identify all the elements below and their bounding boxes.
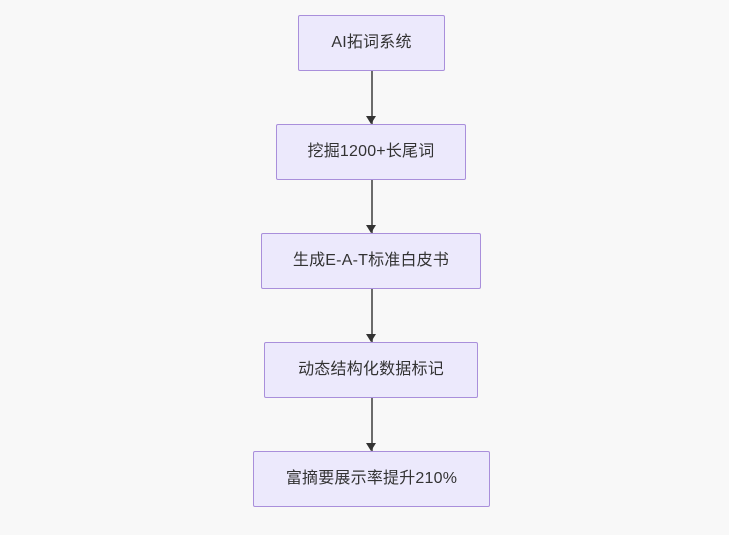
- arrow-down-icon: [366, 442, 377, 451]
- flowchart-connector-3: [366, 289, 377, 342]
- flowchart-node-1-label: AI拓词系统: [331, 34, 412, 51]
- arrow-down-icon: [366, 115, 377, 124]
- flowchart-connector-1: [366, 71, 377, 124]
- flowchart-node-5[interactable]: 富摘要展示率提升210%: [253, 451, 490, 507]
- flowchart-node-5-label: 富摘要展示率提升210%: [285, 470, 458, 487]
- arrow-down-icon: [366, 333, 377, 342]
- flowchart-connector-4: [366, 398, 377, 451]
- connector-line-icon: [371, 180, 373, 233]
- arrow-down-icon: [366, 224, 377, 233]
- flowchart-node-4-label: 动态结构化数据标记: [298, 361, 444, 378]
- connector-line-icon: [371, 398, 373, 451]
- flowchart-node-3[interactable]: 生成E-A-T标准白皮书: [261, 233, 481, 289]
- flowchart-node-1[interactable]: AI拓词系统: [298, 15, 445, 71]
- flowchart-node-3-label: 生成E-A-T标准白皮书: [292, 252, 450, 269]
- flowchart-node-2[interactable]: 挖掘1200+长尾词: [276, 124, 466, 180]
- connector-line-icon: [371, 71, 373, 124]
- connector-line-icon: [371, 289, 373, 342]
- flowchart-connector-2: [366, 180, 377, 233]
- flowchart-node-2-label: 挖掘1200+长尾词: [307, 143, 435, 160]
- flowchart-node-4[interactable]: 动态结构化数据标记: [264, 342, 478, 398]
